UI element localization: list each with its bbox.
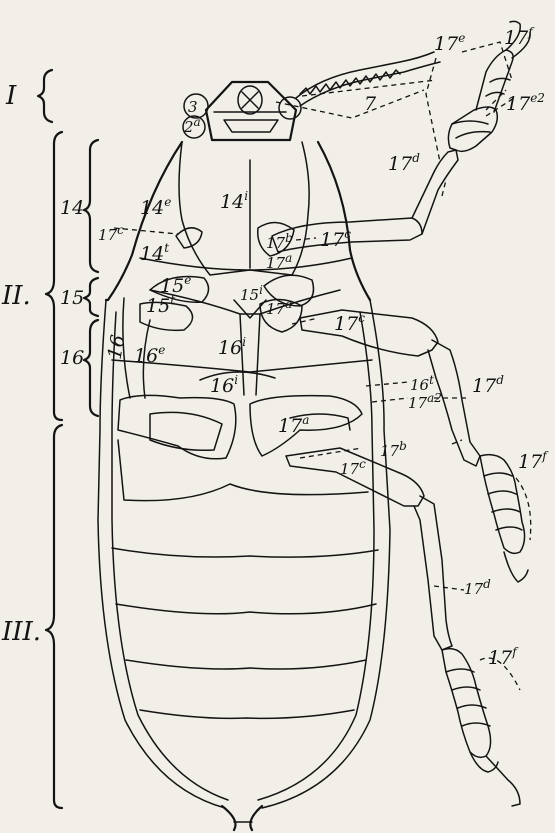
front-leg: [272, 21, 530, 252]
label-17d-top: 17d: [388, 151, 420, 175]
label-15e: 15e: [160, 273, 191, 297]
label-14t: 14t: [140, 241, 169, 265]
middle-leg: [300, 310, 528, 582]
label-17f-bot: 17f: [488, 645, 519, 669]
label-16i2: 16i: [210, 373, 238, 397]
label-17b-low: 17b: [380, 439, 407, 460]
hind-leg: [286, 448, 520, 806]
segment-labels: 14 15 16: [60, 197, 84, 369]
segment-label-14: 14: [60, 197, 84, 219]
label-17a-mid2: 17a: [266, 297, 292, 318]
label-14e: 14e: [140, 195, 171, 219]
region-label-I: I: [5, 81, 17, 111]
label-15t: 15t: [146, 293, 175, 317]
label-antenna-7: 7: [364, 93, 377, 115]
label-17d-right: 17d: [472, 373, 504, 397]
label-head-3: 3: [188, 98, 198, 116]
region-brackets: [38, 70, 98, 808]
segment-label-16: 16: [60, 347, 84, 369]
label-14i: 14i: [220, 189, 248, 213]
segment-label-15: 15: [60, 287, 84, 309]
label-17a2: 17a2: [408, 391, 442, 412]
label-17a-low: 17a: [278, 413, 309, 437]
label-17e2-top: 17e2: [506, 91, 545, 115]
label-16: 16: [104, 333, 130, 361]
label-17d-low: 17d: [464, 577, 491, 598]
label-17c-left: 17c: [98, 223, 124, 244]
label-17c-mid: 17c: [320, 227, 351, 251]
label-17c-low: 17c: [340, 457, 366, 478]
label-17f-low: 17f: [518, 449, 549, 473]
region-label-II: II.: [1, 281, 31, 311]
region-labels: I II. III.: [1, 81, 41, 647]
label-17e-top: 17e: [434, 31, 465, 55]
label-head-2: 2a: [183, 115, 201, 136]
label-17c-mid2: 17c: [334, 311, 365, 335]
label-16i: 16i: [218, 335, 246, 359]
label-17f-top: 17f: [504, 25, 535, 49]
label-15i: 15i: [240, 283, 263, 304]
region-label-III: III.: [1, 617, 41, 647]
